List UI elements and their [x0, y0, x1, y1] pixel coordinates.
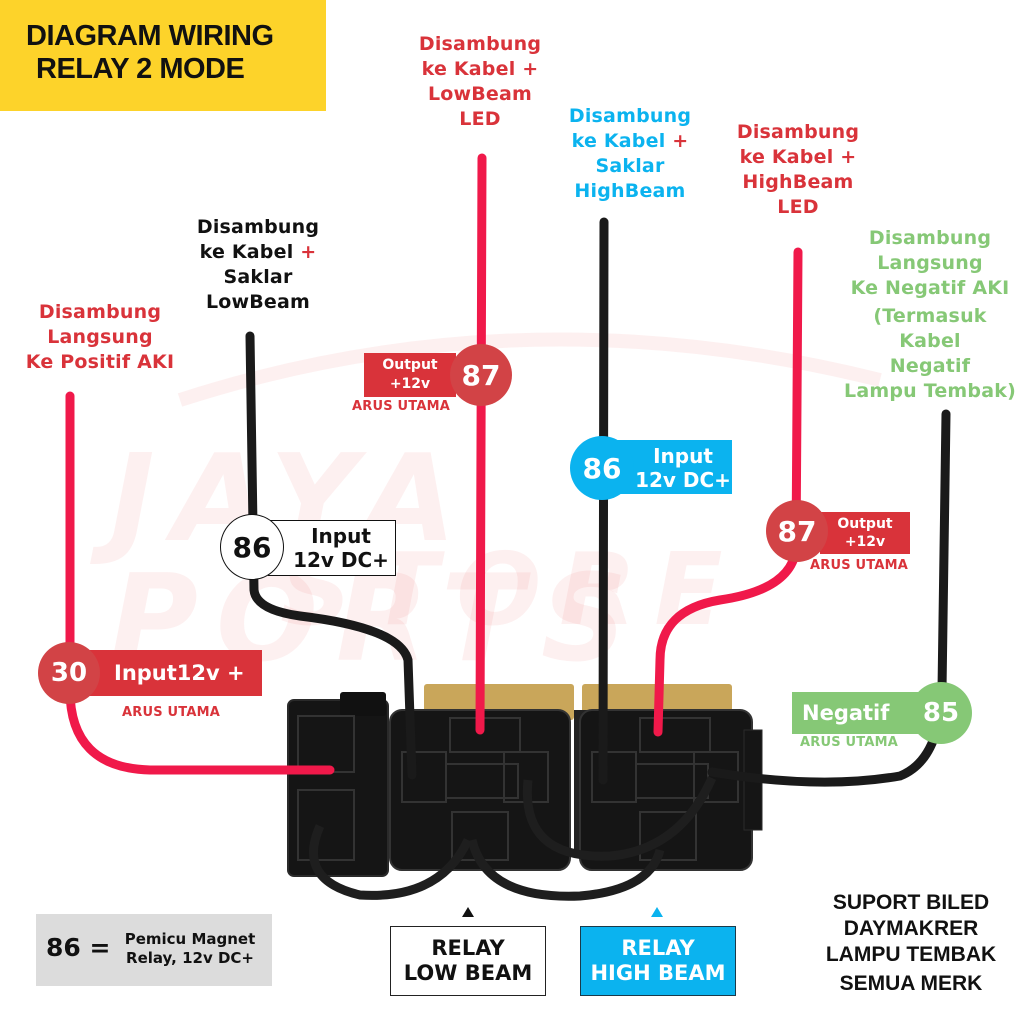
- callout-line: Disambung: [38, 301, 162, 323]
- arrow-up-icon: [651, 907, 663, 917]
- legend-line: Relay, 12v DC+: [126, 949, 254, 967]
- badge-87-highbeam-pin: 87: [766, 500, 828, 562]
- callout-line: Disambung: [736, 121, 860, 143]
- badge-label: 12v DC+: [293, 548, 389, 572]
- callout-line: Ke Negatif AKI: [850, 277, 1010, 299]
- callout-line: Disambung: [196, 216, 320, 238]
- badge-label: +12v: [389, 376, 431, 392]
- callout-line: Langsung: [47, 326, 153, 348]
- badge-30-sub: ARUS UTAMA: [122, 705, 220, 720]
- callout-lowbeam-led: Disambung ke Kabel + LowBeam LED: [400, 32, 560, 132]
- callout-line: LED: [459, 108, 501, 130]
- callout-switch-highbeam: Disambung ke Kabel + Saklar HighBeam: [550, 104, 710, 204]
- legend-key: 86 =: [46, 933, 111, 962]
- callout-line: LED: [777, 196, 819, 218]
- callout-line: HighBeam: [742, 171, 854, 193]
- wire-86-highbeam: [598, 217, 609, 785]
- callout-line: ke Kabel: [199, 241, 301, 263]
- badge-86-lowbeam-label: Input 12v DC+: [268, 520, 396, 576]
- callout-line: Disambung: [568, 105, 692, 127]
- badge-87-lowbeam-sub: ARUS UTAMA: [352, 399, 450, 414]
- callout-note-line: Kabel: [899, 330, 961, 352]
- callout-line: Disambung: [418, 33, 542, 55]
- support-line: SUPORT BILED: [832, 891, 990, 914]
- badge-label: Input: [311, 524, 371, 548]
- relay-high-beam-label: RELAY HIGH BEAM: [580, 926, 736, 996]
- badge-label: Output: [837, 516, 893, 532]
- wire-85-jumper-c: [522, 776, 717, 861]
- callout-line: LowBeam: [427, 83, 533, 105]
- badge-label: Input: [653, 444, 713, 468]
- legend-description: Pemicu Magnet Relay, 12v DC+: [110, 930, 270, 968]
- callout-line: Ke Positif AKI: [25, 351, 175, 373]
- callout-line: ke Kabel +: [739, 146, 857, 168]
- support-text: SUPORT BILED DAYMAKRER LAMPU TEMBAK SEMU…: [800, 890, 1022, 997]
- wire-86-lowbeam: [245, 331, 417, 780]
- relay-low-beam-label: RELAY LOW BEAM: [390, 926, 546, 996]
- callout-line: ke Kabel +: [421, 58, 539, 80]
- callout-line: HighBeam: [574, 180, 686, 202]
- support-line: LAMPU TEMBAK: [825, 943, 997, 966]
- callout-line: Langsung: [877, 252, 983, 274]
- relay-label-line: RELAY: [621, 936, 695, 960]
- relay-label-line: RELAY: [431, 936, 505, 960]
- legend-line: Pemicu Magnet: [124, 930, 256, 948]
- badge-30-label: Input12v +: [80, 650, 262, 696]
- callout-highbeam-led: Disambung ke Kabel + HighBeam LED: [718, 120, 878, 220]
- badge-85-sub: ARUS UTAMA: [800, 735, 898, 750]
- callout-note-line: (Termasuk: [873, 305, 987, 327]
- plus-sign: +: [300, 241, 317, 263]
- legend-box: [36, 914, 272, 986]
- callout-line: ke Kabel: [571, 130, 673, 152]
- plus-sign: +: [672, 130, 689, 152]
- badge-86-lowbeam-pin: 86: [220, 514, 284, 580]
- wire-87-lowbeam: [475, 153, 487, 735]
- callout-line: LowBeam: [205, 291, 311, 313]
- support-line: SEMUA MERK: [839, 972, 983, 995]
- callout-positive-aki: Disambung Langsung Ke Positif AKI: [10, 300, 190, 375]
- badge-30-pin: 30: [38, 642, 100, 704]
- relay-label-line: HIGH BEAM: [590, 961, 726, 985]
- title-line-1: DIAGRAM WIRING: [26, 20, 274, 52]
- relay-connector-block: [287, 684, 763, 877]
- wire-85-jumper-b: [467, 838, 665, 901]
- relay-label-line: LOW BEAM: [403, 961, 533, 985]
- callout-negative-aki: Disambung Langsung Ke Negatif AKI (Terma…: [830, 226, 1024, 404]
- badge-86-highbeam-pin: 86: [570, 436, 634, 500]
- badge-87-lowbeam-pin: 87: [450, 344, 512, 406]
- arrow-up-icon: [462, 907, 474, 917]
- badge-87-lowbeam-label: Output +12v: [364, 353, 456, 397]
- callout-line: Disambung: [868, 227, 992, 249]
- support-line: DAYMAKRER: [843, 917, 979, 940]
- callout-note-line: Lampu Tembak): [844, 380, 1016, 402]
- badge-label: 12v DC+: [635, 468, 731, 492]
- callout-line: Saklar: [595, 155, 665, 177]
- diagram-title: DIAGRAM WIRING RELAY 2 MODE: [26, 20, 274, 86]
- callout-line: Saklar: [223, 266, 293, 288]
- badge-85-pin: 85: [910, 682, 972, 744]
- badge-label: Output: [382, 357, 438, 373]
- badge-87-highbeam-sub: ARUS UTAMA: [810, 558, 908, 573]
- wire-85-jumper-a: [308, 824, 473, 900]
- title-banner: [0, 0, 326, 111]
- callout-switch-lowbeam: Disambung ke Kabel + Saklar LowBeam: [178, 215, 338, 315]
- title-line-2: RELAY 2 MODE: [36, 53, 245, 85]
- badge-87-highbeam-label: Output +12v: [820, 512, 910, 554]
- callout-note-line: Negatif: [889, 355, 971, 377]
- badge-label: +12v: [844, 534, 886, 550]
- wire-87-highbeam: [653, 247, 803, 737]
